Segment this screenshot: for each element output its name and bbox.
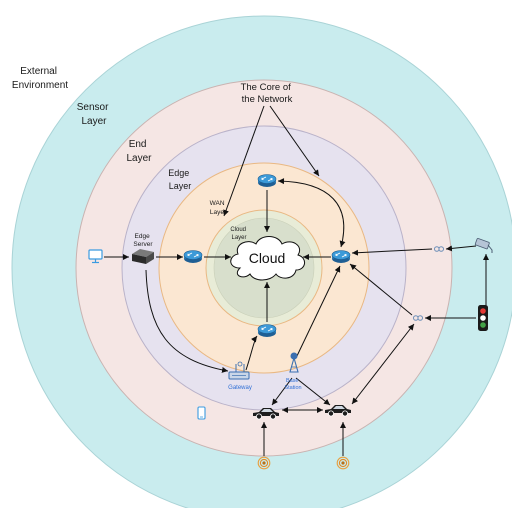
base-station-node: Base Station [284, 352, 302, 391]
link-top-router-right-router [277, 178, 346, 248]
link-camera-sensor [445, 245, 477, 252]
camera-icon [474, 238, 493, 253]
edge-server-line2: Server [133, 241, 153, 248]
label-edge-layer: Edge Layer [168, 168, 192, 191]
monitor-icon [88, 249, 103, 264]
label-wan-line2: Layer [210, 209, 227, 216]
cloud-label: Cloud [249, 250, 286, 266]
label-edge-line1: Edge [168, 168, 189, 178]
link-gateway-bottom-router [245, 335, 258, 371]
server-icon [132, 249, 154, 264]
label-core-network: The Core of the Network [241, 82, 294, 105]
label-cloud-layer: Cloud Layer [230, 227, 247, 241]
link-edge-server-gateway [145, 269, 229, 373]
label-cloud-line1: Cloud [230, 227, 246, 233]
cell-tower-icon [289, 352, 299, 373]
label-core-line2: the Network [242, 94, 293, 105]
label-sensor-line1: Sensor [77, 102, 109, 113]
label-edge-line2: Layer [169, 181, 192, 191]
label-external-line1: External [20, 66, 57, 77]
core-arrow-left [223, 105, 265, 217]
router-icon-left [183, 250, 203, 264]
edge-server-label: Edge Server [133, 233, 153, 248]
label-external-environment: External Environment [12, 66, 68, 91]
label-core-line1: The Core of [241, 82, 292, 93]
gateway-node: Gateway [228, 361, 252, 391]
label-end-line2: Layer [126, 153, 152, 164]
link-base-station-car2 [295, 377, 331, 406]
base-station-label: Base Station [284, 378, 301, 391]
edge-server-node: Edge Server [132, 233, 154, 264]
link-sensor-car2 [351, 323, 415, 405]
label-sensor-line2: Layer [81, 116, 107, 127]
connections [104, 105, 489, 456]
base-station-line1: Base [286, 378, 299, 384]
cloud-icon [230, 236, 305, 281]
radio-signal-icon-left [257, 456, 271, 470]
base-station-line2: Station [284, 385, 301, 391]
label-end-line1: End [129, 139, 147, 150]
link-base-station-right-router [295, 265, 341, 359]
smartphone-icon [197, 406, 206, 420]
label-cloud-line2: Layer [231, 235, 246, 241]
label-end-layer: End Layer [126, 139, 152, 164]
link-camera-sensor-right-router [351, 248, 433, 256]
router-icon-bottom [257, 324, 277, 338]
traffic-light-icon [478, 305, 488, 331]
link-lower-sensor-right-router [349, 263, 413, 316]
link-base-station-car1 [271, 377, 293, 406]
label-wan-layer: WAN Layer [210, 200, 227, 216]
gateway-label: Gateway [228, 385, 252, 391]
router-icon-top [257, 174, 277, 188]
label-wan-line1: WAN [210, 200, 225, 207]
router-icon-right [331, 250, 351, 264]
label-external-line2: Environment [12, 80, 68, 91]
core-arrow-right [269, 105, 320, 177]
gateway-icon [228, 361, 250, 380]
label-sensor-layer: Sensor Layer [77, 102, 111, 127]
edge-server-line1: Edge [135, 233, 151, 240]
cloud-node: Cloud [230, 236, 305, 281]
radio-signal-icon-right [336, 456, 350, 470]
